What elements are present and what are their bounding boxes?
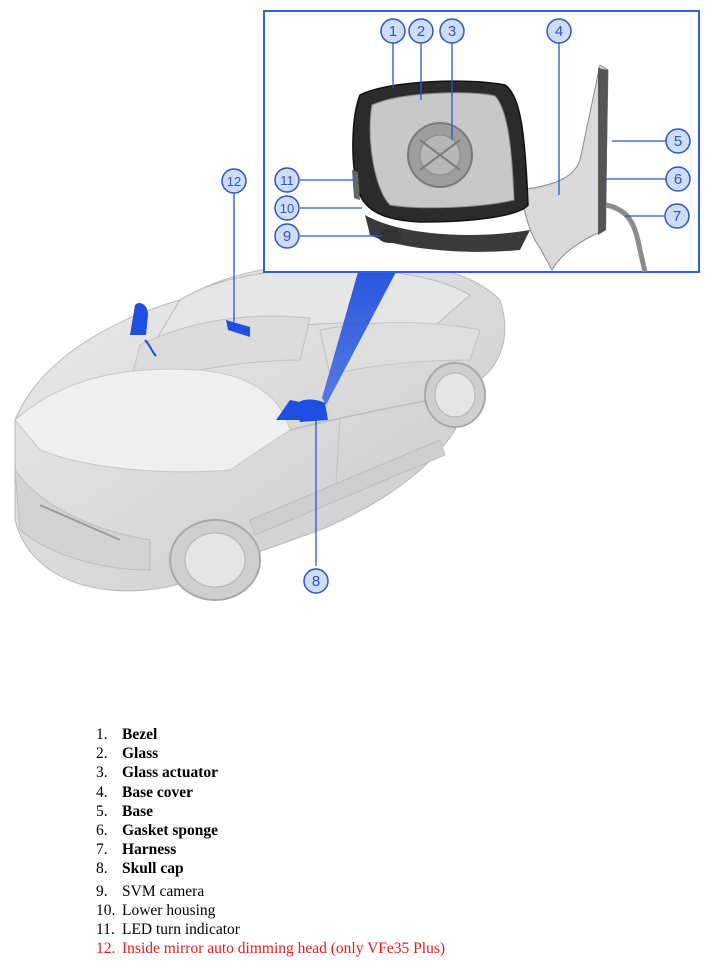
svg-text:11: 11 — [280, 173, 294, 188]
legend-item: 8.Skull cap — [96, 860, 184, 878]
callout-8: 8 — [303, 568, 329, 594]
parts-legend: 1.Bezel 2.Glass 3.Glass actuator 4.Base … — [96, 725, 445, 958]
svg-text:5: 5 — [674, 133, 682, 150]
callout-11: 11 — [274, 167, 300, 193]
svg-text:6: 6 — [674, 171, 682, 188]
svg-text:9: 9 — [283, 228, 291, 245]
callout-2: 2 — [408, 18, 434, 44]
legend-item: 11.LED turn indicator — [96, 921, 240, 939]
svg-text:1: 1 — [389, 23, 397, 40]
legend-item: 5.Base — [96, 802, 153, 820]
legend-item: 4.Base cover — [96, 783, 194, 801]
legend-item: 6.Gasket sponge — [96, 822, 219, 840]
legend-item: 10.Lower housing — [96, 901, 216, 919]
callout-4: 4 — [546, 18, 572, 44]
svg-text:8: 8 — [312, 573, 320, 590]
legend-item-highlighted: 12.Inside mirror auto dimming head (only… — [96, 940, 446, 958]
svg-text:2: 2 — [417, 23, 425, 40]
callouts: 1 2 3 4 5 6 7 8 9 10 11 12 — [221, 18, 691, 594]
callout-1: 1 — [380, 18, 406, 44]
svg-text:7: 7 — [673, 208, 681, 225]
svg-text:3: 3 — [448, 23, 456, 40]
projection-beam — [322, 272, 396, 405]
legend-item: 1.Bezel — [96, 726, 158, 743]
mirror-assembly — [352, 64, 648, 273]
car-illustration — [14, 261, 506, 601]
legend-item: 3.Glass actuator — [96, 764, 219, 782]
leader-lines — [233, 43, 666, 566]
mirror-parts-diagram: 1 2 3 4 5 6 7 8 9 10 11 12 — [14, 10, 700, 601]
callout-6: 6 — [665, 166, 691, 192]
legend-item: 2.Glass — [96, 745, 159, 763]
callout-5: 5 — [665, 128, 691, 154]
svg-text:10: 10 — [280, 201, 294, 216]
callout-9: 9 — [274, 223, 300, 249]
callout-3: 3 — [439, 18, 465, 44]
callout-7: 7 — [664, 203, 690, 229]
legend-item: 9.SVM camera — [96, 882, 205, 900]
legend-item: 7.Harness — [96, 841, 177, 859]
highlighted-parts — [130, 303, 328, 422]
svg-text:4: 4 — [555, 23, 563, 40]
svg-text:12: 12 — [227, 174, 241, 189]
callout-10: 10 — [274, 195, 300, 221]
callout-12: 12 — [221, 168, 247, 194]
